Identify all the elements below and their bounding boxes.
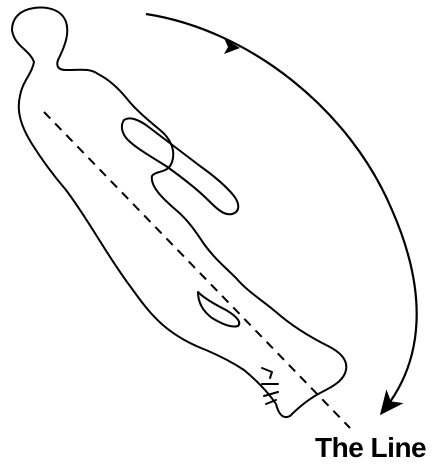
dashed-line [44, 112, 350, 428]
arm-outline [122, 118, 238, 214]
the-line-label: The Line [315, 432, 426, 464]
body-outline [12, 8, 346, 418]
rotation-arrow [146, 14, 417, 410]
hand-outline [262, 368, 278, 404]
leg-gap-outline [198, 292, 239, 327]
